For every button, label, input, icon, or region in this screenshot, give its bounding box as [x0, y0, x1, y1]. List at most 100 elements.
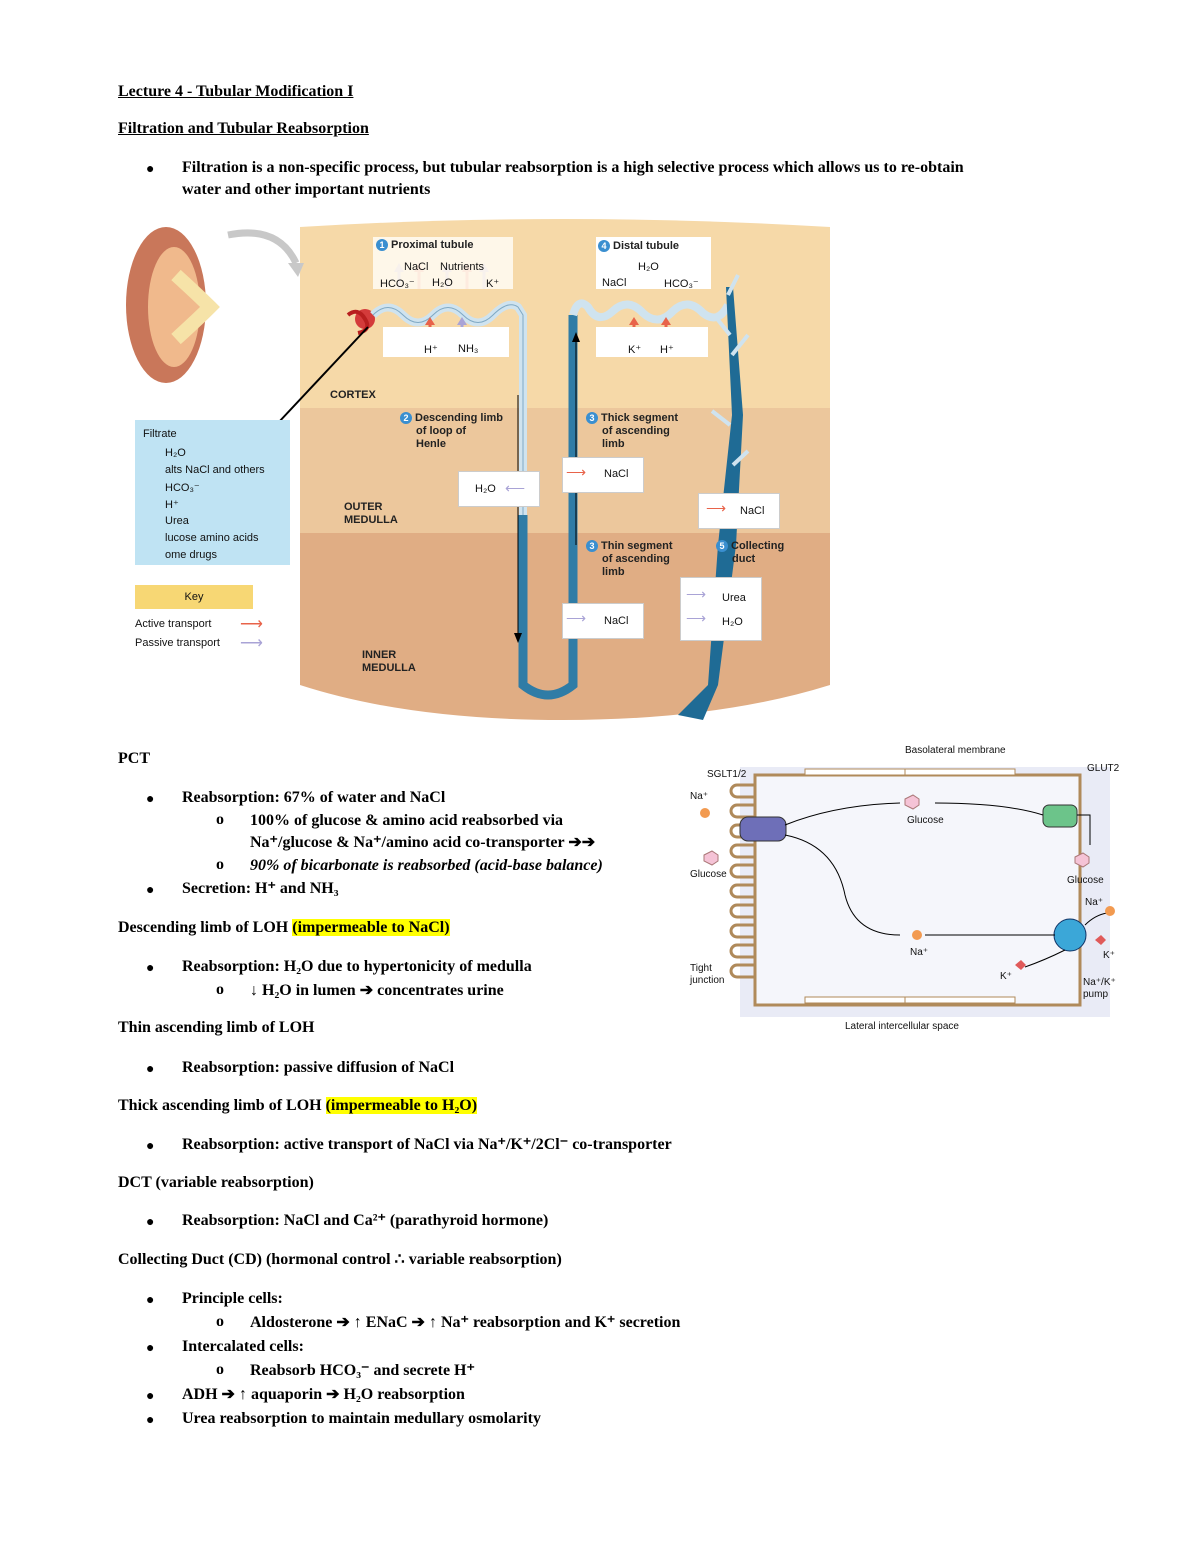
- filtrate-item: lucose amino acids: [165, 532, 259, 544]
- key-passive-label: Passive transport: [135, 637, 220, 649]
- filtrate-item: HCO₃⁻: [165, 482, 200, 494]
- cd-bullet-3: ADH ➔ ↑ aquaporin ➔ H₂O reabsorption: [182, 1386, 465, 1403]
- dl-bullet-1: Reabsorption: H₂O due to hypertonicity o…: [182, 958, 532, 975]
- cd-sub-1: Aldosterone ➔ ↑ ENaC ➔ ↑ Na⁺ reabsorptio…: [250, 1314, 681, 1331]
- cd-bullet-4: Urea reabsorption to maintain medullary …: [182, 1410, 541, 1427]
- bullet-dot: ●: [146, 883, 155, 898]
- prox-h2o: H₂O: [432, 277, 453, 289]
- cd-heading: Collecting Duct (CD) (hormonal control ∴…: [118, 1251, 562, 1268]
- filtrate-item: Urea: [165, 515, 189, 527]
- inner-medulla-label-1: INNER: [362, 649, 397, 661]
- pump-label: Na⁺/K⁺: [1083, 977, 1116, 988]
- prox-h: H⁺: [424, 344, 438, 356]
- glucose-label: Glucose: [1067, 875, 1104, 886]
- k-label: K⁺: [1103, 950, 1115, 961]
- glucose-label: Glucose: [690, 869, 727, 880]
- thin-heading: Thin ascending limb of LOH: [118, 1019, 315, 1036]
- k-label: K⁺: [1000, 971, 1012, 982]
- passive-arrow-icon: ⟶: [686, 588, 707, 603]
- prox-nutrients: Nutrients: [440, 261, 485, 273]
- thin-bullet-1: Reabsorption: passive diffusion of NaCl: [182, 1059, 455, 1076]
- filtrate-title: Filtrate: [143, 428, 177, 440]
- sub-bullet-marker: o: [216, 856, 224, 873]
- cd-nacl: NaCl: [740, 505, 765, 517]
- na-label: Na⁺: [690, 791, 709, 802]
- distal-k: K⁺: [628, 344, 642, 356]
- bullet-dot: ●: [146, 1139, 155, 1154]
- sub-bullet-marker: o: [216, 1361, 224, 1378]
- dct-heading: DCT (variable reabsorption): [118, 1174, 314, 1191]
- passive-arrow-icon: ⟶: [240, 635, 263, 652]
- pct-heading: PCT: [118, 750, 150, 767]
- outer-medulla-label-2: MEDULLA: [344, 514, 398, 526]
- dl-heading: Descending limb of LOH (impermeable to N…: [118, 919, 450, 936]
- thick-nacl: NaCl: [604, 468, 629, 480]
- bullet-dot: ●: [146, 1413, 155, 1428]
- sub-bullet-marker: o: [216, 981, 224, 998]
- key-active-label: Active transport: [135, 618, 212, 630]
- dl-sub-1: ↓ H₂O in lumen ➔ concentrates urine: [250, 982, 504, 999]
- sub-bullet-marker: o: [216, 811, 224, 828]
- distal-nacl: NaCl: [602, 277, 627, 289]
- distal-h: H⁺: [660, 344, 674, 356]
- section-heading-filtration: Filtration and Tubular Reabsorption: [118, 120, 369, 137]
- filtration-bullet: Filtration is a non-specific process, bu…: [182, 159, 964, 176]
- glucose-label: Glucose: [907, 815, 944, 826]
- outer-medulla-label-1: OUTER: [344, 501, 383, 513]
- cd-bullet-2: Intercalated cells:: [182, 1338, 304, 1355]
- bullet-dot: ●: [146, 1293, 155, 1308]
- filtrate-box: Filtrate H₂O alts NaCl and others HCO₃⁻ …: [135, 420, 290, 565]
- active-arrow-icon: ⟶: [706, 502, 727, 517]
- passive-arrow-icon: ⟵: [505, 482, 526, 497]
- inner-medulla-label-2: MEDULLA: [362, 662, 416, 674]
- pump-label: pump: [1083, 989, 1109, 1000]
- cell-transport-figure: Basolateral membrane SGLT1/2 GLUT2 Na⁺ G…: [685, 745, 1125, 1035]
- pct-bullet-1: Reabsorption: 67% of water and NaCl: [182, 789, 446, 806]
- tight-junction-label: junction: [690, 975, 725, 986]
- bullet-dot: ●: [146, 961, 155, 976]
- filtrate-item: ome drugs: [165, 549, 217, 561]
- dl-highlight: (impermeable to NaCl): [292, 919, 450, 936]
- prox-nh3: NH₃: [458, 343, 479, 355]
- pct-sub-1b: Na⁺/glucose & Na⁺/amino acid co-transpor…: [250, 834, 596, 851]
- bullet-dot: ●: [146, 1341, 155, 1356]
- pct-sub-1a: 100% of glucose & amino acid reabsorbed …: [250, 812, 564, 829]
- sub-bullet-marker: o: [216, 1313, 224, 1330]
- na-label: Na⁺: [910, 947, 929, 958]
- basolateral-label: Basolateral membrane: [905, 745, 1006, 756]
- pct-bullet-2: Secretion: H⁺ and NH₃: [182, 880, 339, 897]
- page-title: Lecture 4 - Tubular Modification I: [118, 83, 354, 100]
- cd-bullet-1: Principle cells:: [182, 1290, 283, 1307]
- cd-sub-2: Reabsorb HCO₃⁻ and secrete H⁺: [250, 1362, 475, 1379]
- lateral-space-label: Lateral intercellular space: [845, 1021, 959, 1032]
- active-arrow-icon: ⟶: [240, 616, 263, 633]
- filtrate-item: alts NaCl and others: [165, 464, 265, 476]
- desc-h2o: H₂O: [475, 483, 496, 495]
- bullet-dot: ●: [146, 792, 155, 807]
- prox-nacl: NaCl: [404, 261, 429, 273]
- filtrate-item: H₂O: [165, 447, 186, 459]
- tight-junction-label: Tight: [690, 963, 712, 974]
- cd-h2o: H₂O: [722, 616, 743, 628]
- thick-heading: Thick ascending limb of LOH (impermeable…: [118, 1097, 478, 1114]
- active-arrow-icon: ⟶: [566, 466, 587, 481]
- bullet-dot: ●: [146, 1389, 155, 1404]
- thin-nacl: NaCl: [604, 615, 629, 627]
- dct-bullet-1: Reabsorption: NaCl and Ca²⁺ (parathyroid…: [182, 1212, 549, 1229]
- filtration-bullet-cont: water and other important nutrients: [182, 181, 431, 198]
- distal-h2o: H₂O: [638, 261, 659, 273]
- cd-urea: Urea: [722, 592, 746, 604]
- thick-highlight: (impermeable to H₂O): [325, 1097, 478, 1114]
- glut-label: GLUT2: [1087, 763, 1120, 774]
- key-title: Key: [135, 585, 253, 609]
- prox-hco3: HCO₃⁻: [380, 278, 415, 290]
- bullet-dot: ●: [146, 1062, 155, 1077]
- bullet-dot: ●: [146, 162, 155, 177]
- na-label: Na⁺: [1085, 897, 1104, 908]
- passive-arrow-icon: ⟶: [566, 612, 587, 627]
